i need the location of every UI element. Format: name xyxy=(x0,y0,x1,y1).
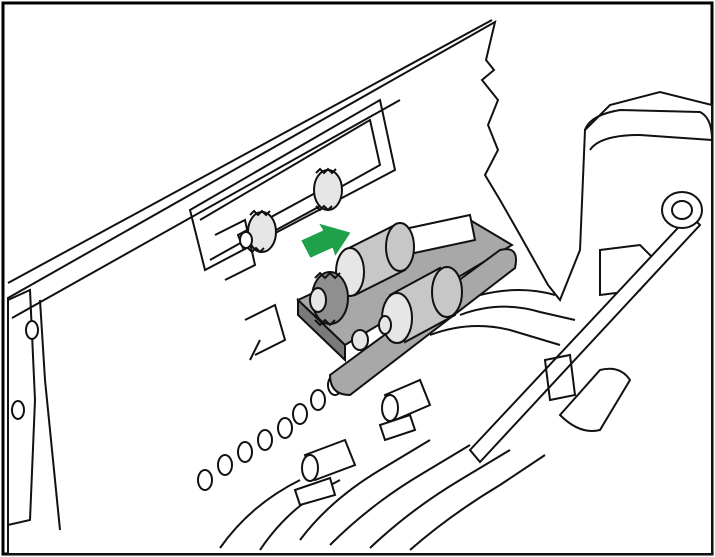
removal-arrow xyxy=(299,221,353,260)
sensor-hole xyxy=(257,429,273,451)
lower-roller xyxy=(381,378,432,422)
roller-module xyxy=(296,213,517,397)
module-shaft-end xyxy=(351,329,369,351)
sensor-hole xyxy=(310,389,326,411)
lower-roller xyxy=(378,413,417,442)
sensor-hole xyxy=(292,403,308,425)
roller-front xyxy=(378,266,463,344)
direction-arrow xyxy=(299,221,353,260)
sensor-hole xyxy=(197,469,213,491)
upper-roller-shaft xyxy=(236,167,343,254)
hinge-screw xyxy=(11,400,25,420)
sensor-hole xyxy=(217,454,233,476)
roller-rear xyxy=(335,222,415,297)
sensor-hole xyxy=(277,417,293,439)
gear-left xyxy=(239,209,277,254)
paper-guides xyxy=(219,289,576,551)
hinge-screw xyxy=(25,320,39,340)
sensor-hole xyxy=(237,441,253,463)
guide-shaft xyxy=(468,191,703,464)
lower-roller xyxy=(301,438,357,482)
module-gear xyxy=(309,271,349,327)
gear-right xyxy=(313,167,343,212)
module-tray-side xyxy=(297,297,346,363)
lid-edge xyxy=(7,19,493,319)
lower-roller xyxy=(293,476,337,507)
lower-rollers xyxy=(293,378,432,507)
left-hinge xyxy=(7,288,61,531)
